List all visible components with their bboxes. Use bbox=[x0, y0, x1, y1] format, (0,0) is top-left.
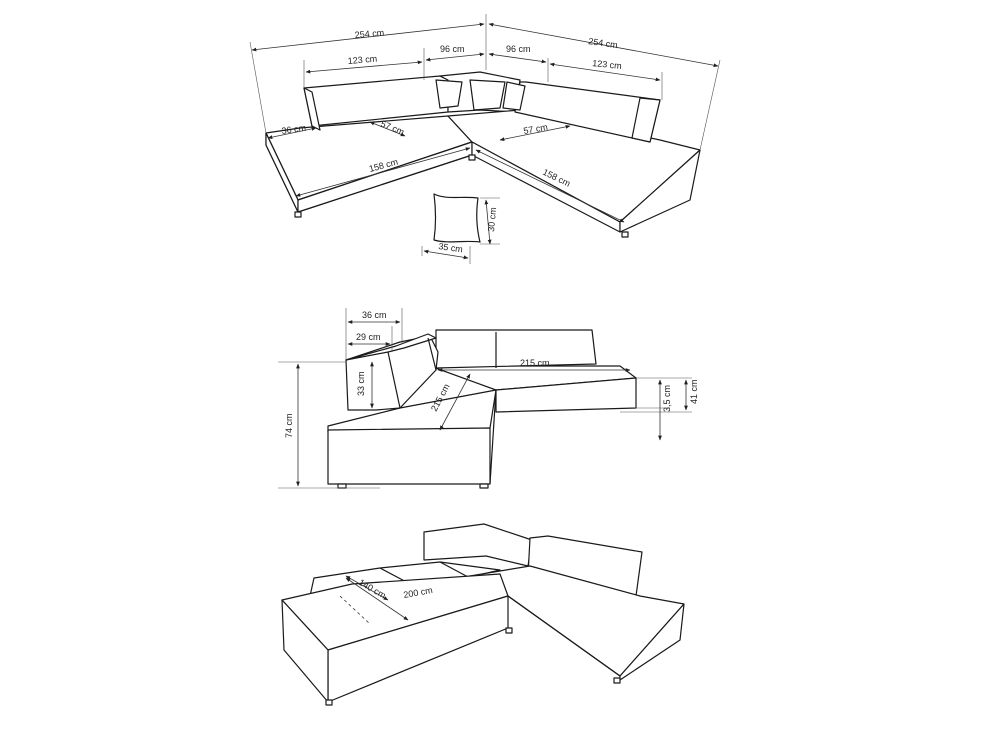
arm-depth-line bbox=[267, 127, 317, 139]
pillow-corner bbox=[469, 79, 506, 111]
width-left-label: 254 cm bbox=[354, 27, 384, 40]
backrest-right-line bbox=[549, 62, 661, 82]
pillow-width-label: 35 cm bbox=[438, 241, 464, 254]
leg bbox=[479, 483, 489, 489]
backrest-left-label: 123 cm bbox=[347, 53, 377, 66]
top-view: 35 cm 30 cm 254 cm 254 cm 123 cm 96 cm 9… bbox=[249, 14, 721, 264]
side-view: 36 cm 29 cm 33 cm 74 cm 215 cm 215 cm 3,… bbox=[278, 308, 699, 489]
leg bbox=[468, 154, 476, 161]
arm-height-label: 33 cm bbox=[356, 371, 366, 396]
leg bbox=[337, 483, 347, 489]
width-right-label: 254 cm bbox=[588, 36, 619, 50]
pillow-height-label: 30 cm bbox=[486, 207, 498, 232]
bed-view: 140 cm 200 cm bbox=[281, 523, 685, 706]
leg bbox=[621, 231, 629, 238]
backrest-left-line bbox=[305, 60, 423, 74]
leg-height-label: 3,5 cm bbox=[662, 385, 672, 412]
width-right-line bbox=[488, 22, 719, 68]
bed-corner-backrest bbox=[423, 523, 533, 567]
arm-top-label: 29 cm bbox=[356, 332, 381, 342]
corner-right-label: 96 cm bbox=[506, 44, 531, 54]
side-chaise-front bbox=[327, 427, 491, 485]
diagonal-line bbox=[439, 373, 471, 431]
arm-width-label: 36 cm bbox=[362, 310, 387, 320]
backrest-right-label: 123 cm bbox=[592, 58, 622, 71]
seat-length-right-line bbox=[475, 149, 625, 223]
corner-left-label: 96 cm bbox=[440, 44, 465, 54]
loose-pillow bbox=[433, 193, 481, 243]
corner-right-line bbox=[488, 52, 547, 64]
arm-depth-label: 36 cm bbox=[281, 123, 307, 136]
leg bbox=[325, 699, 333, 706]
leg bbox=[613, 677, 621, 684]
leg bbox=[505, 627, 513, 634]
length-label: 215 cm bbox=[520, 358, 550, 368]
pillow-width-line bbox=[423, 249, 469, 260]
seat-depth-right-label: 57 cm bbox=[523, 122, 549, 136]
seat-length-left-line bbox=[295, 147, 471, 197]
bed-length-line bbox=[345, 577, 409, 621]
pillow-left bbox=[435, 79, 463, 109]
seat-depth-right-line bbox=[499, 124, 571, 142]
seat-height-label: 41 cm bbox=[689, 379, 699, 404]
pillow-right bbox=[502, 81, 526, 111]
width-left-line bbox=[251, 22, 485, 52]
side-long-backrest bbox=[435, 329, 597, 369]
total-height-label: 74 cm bbox=[284, 413, 294, 438]
left-backrest-side bbox=[303, 87, 321, 131]
leg bbox=[294, 211, 302, 218]
corner-left-line bbox=[425, 52, 485, 62]
right-backrest-end bbox=[631, 97, 661, 143]
seat-depth-left-line bbox=[369, 121, 406, 137]
right-side-face bbox=[619, 149, 701, 233]
